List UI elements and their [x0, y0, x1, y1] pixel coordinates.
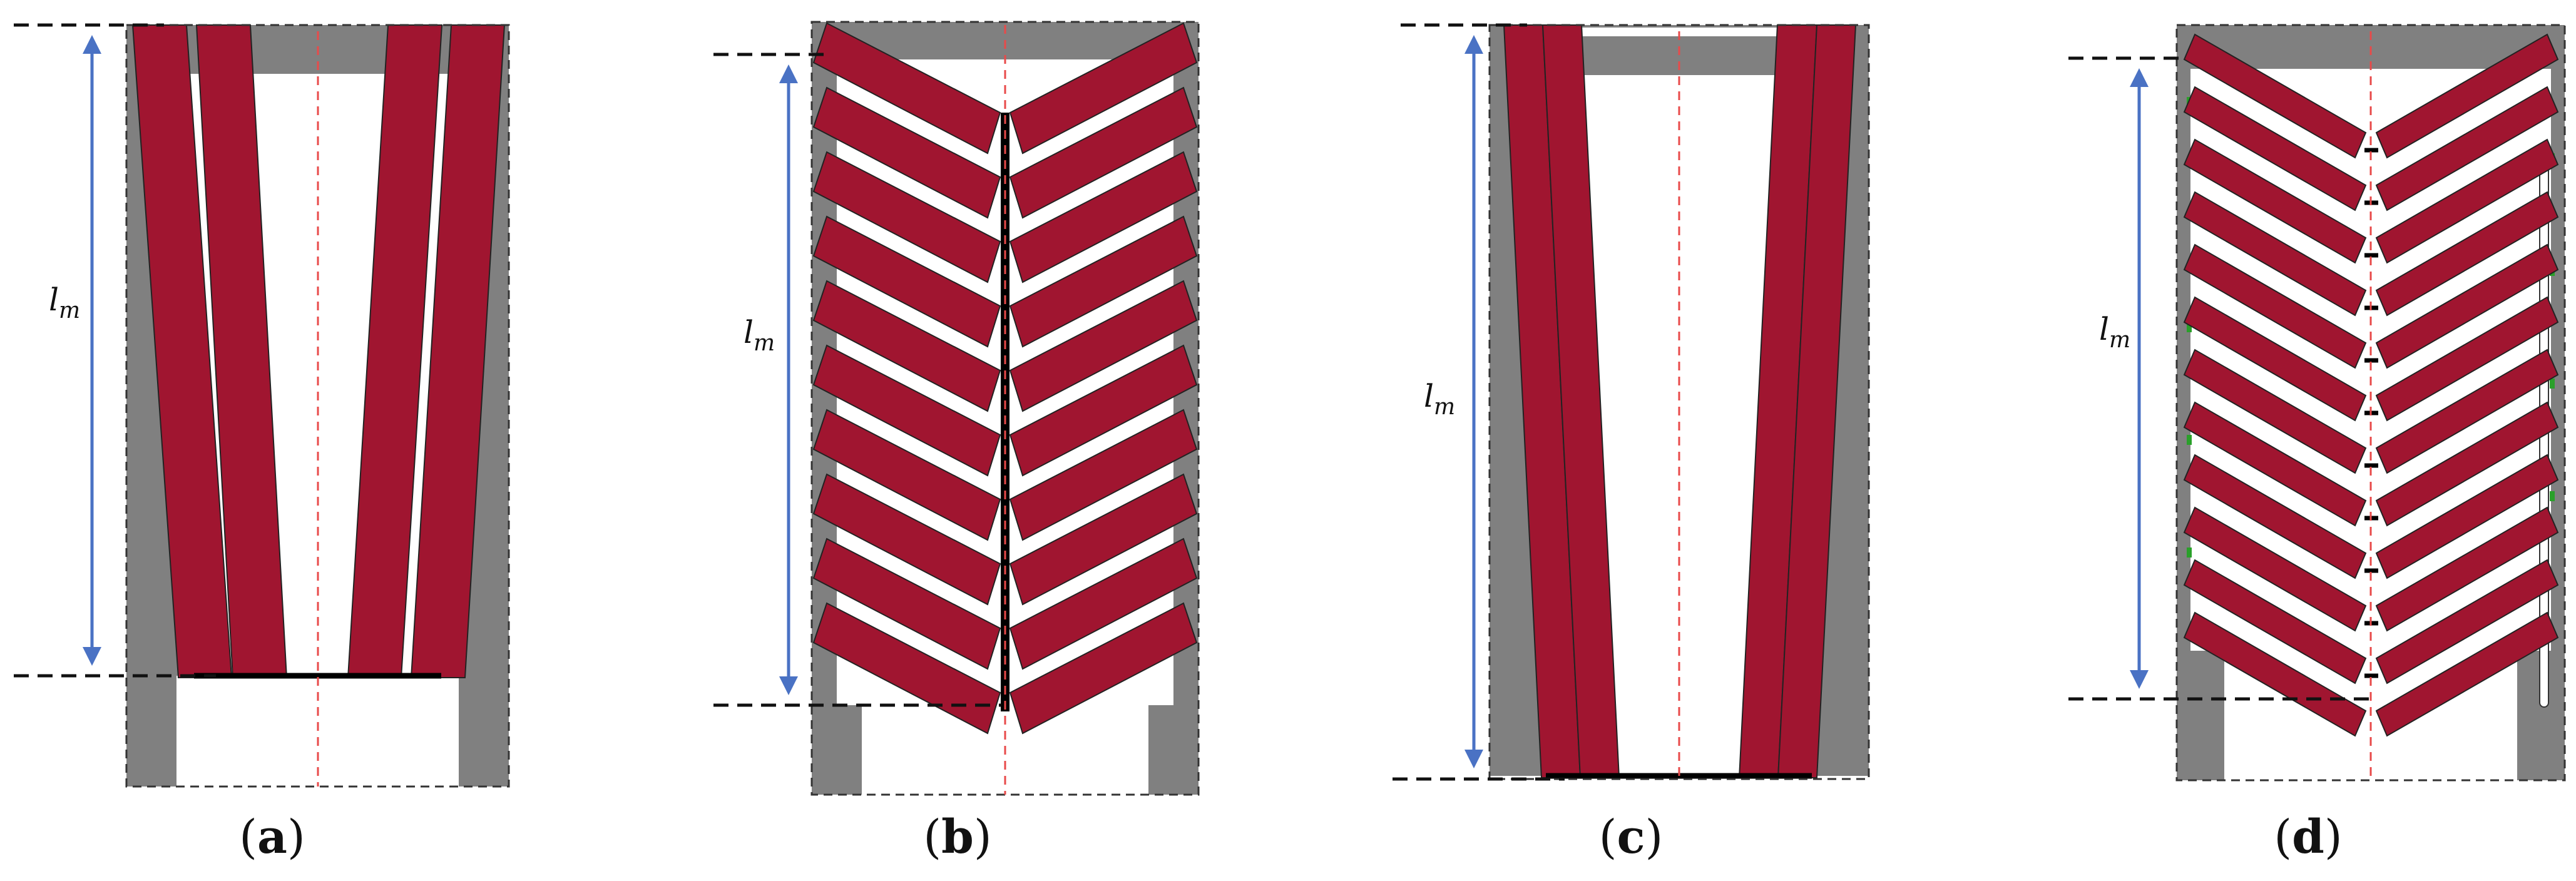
segment-b-r1: [1009, 22, 1198, 155]
segment-stack-d: [2183, 33, 2559, 737]
frame-left-post-a: [126, 676, 176, 787]
segment-b-r8: [1009, 473, 1198, 606]
panel-caption-d: (d): [2274, 810, 2343, 864]
panel-caption-a: (a): [239, 810, 305, 864]
segment-d-r11: [2375, 559, 2559, 685]
panel-c: lm: [1393, 23, 1870, 781]
segment-d-l7: [2183, 349, 2367, 474]
segment-d-r4: [2375, 191, 2559, 317]
hinge-marker-d: [2187, 322, 2192, 332]
segment-d-l12: [2183, 611, 2367, 737]
segment-b-l2: [812, 86, 1001, 219]
segment-b-l8: [812, 473, 1001, 606]
frame-right-post-a: [459, 676, 509, 787]
segment-b-l5: [812, 280, 1001, 412]
panel-a: lm: [14, 23, 510, 788]
frame-outline-d: [2175, 24, 2566, 782]
segment-d-l5: [2183, 243, 2367, 369]
frame-top-gap-c: [1577, 28, 1777, 36]
segment-d-l6: [2183, 296, 2367, 422]
panel-caption-letter-b: b: [941, 810, 974, 864]
segment-d-r3: [2375, 138, 2559, 264]
segment-b-l3: [812, 151, 1001, 283]
segment-d-l2: [2183, 86, 2367, 211]
segment-d-r5: [2375, 243, 2559, 369]
segment-d-r2: [2375, 86, 2559, 211]
segment-d-l4: [2183, 191, 2367, 317]
panel-caption-letter-d: d: [2292, 810, 2324, 864]
segment-d-r9: [2375, 454, 2559, 579]
segment-d-r10: [2375, 506, 2559, 632]
panel-b: lm: [713, 21, 1200, 796]
length-label-b: lm: [744, 314, 775, 356]
segment-b-l9: [812, 537, 1001, 670]
hinge-marker-d: [2187, 435, 2192, 445]
segment-stack-b: [812, 22, 1198, 735]
segment-d-l8: [2183, 401, 2367, 527]
panel-caption-letter-c: c: [1617, 810, 1645, 864]
segment-b-l1: [812, 22, 1001, 155]
length-label-d: lm: [2099, 311, 2130, 353]
frame-left-post-b: [812, 705, 862, 795]
segment-d-l3: [2183, 138, 2367, 264]
segment-d-r1: [2375, 33, 2559, 159]
segment-d-l10: [2183, 506, 2367, 632]
segment-b-r10: [1009, 602, 1198, 735]
segment-d-l9: [2183, 454, 2367, 579]
length-label-a: lm: [49, 282, 80, 323]
length-label-c: lm: [1424, 378, 1455, 420]
segment-d-r7: [2375, 349, 2559, 474]
segment-b-l10: [812, 602, 1001, 735]
panel-caption-letter-a: a: [257, 810, 287, 864]
hinge-marker-d: [2550, 379, 2555, 389]
segment-b-r5: [1009, 280, 1198, 412]
panel-d: lm: [2068, 24, 2566, 782]
segment-d-r6: [2375, 296, 2559, 422]
segment-d-r12: [2375, 611, 2559, 737]
segment-d-l1: [2183, 33, 2367, 159]
panel-caption-b: (b): [923, 810, 992, 864]
panel-caption-c: (c): [1598, 810, 1664, 864]
frame-outline-c: [1488, 24, 1870, 780]
frame-right-post-b: [1148, 705, 1199, 795]
segment-b-l7: [812, 409, 1001, 541]
segment-b-r3: [1009, 151, 1198, 283]
hinge-marker-d: [2550, 491, 2555, 501]
segment-b-r9: [1009, 537, 1198, 670]
segment-b-r6: [1009, 344, 1198, 477]
segment-b-l6: [812, 344, 1001, 477]
segment-b-l4: [812, 215, 1001, 348]
segment-d-r8: [2375, 401, 2559, 527]
segment-b-r2: [1009, 86, 1198, 219]
frame-outline-a: [125, 24, 510, 788]
segment-b-r4: [1009, 215, 1198, 348]
segment-b-r7: [1009, 409, 1198, 541]
segment-d-l11: [2183, 559, 2367, 685]
hinge-marker-d: [2187, 547, 2192, 558]
frame-left-post-d: [2177, 651, 2224, 780]
